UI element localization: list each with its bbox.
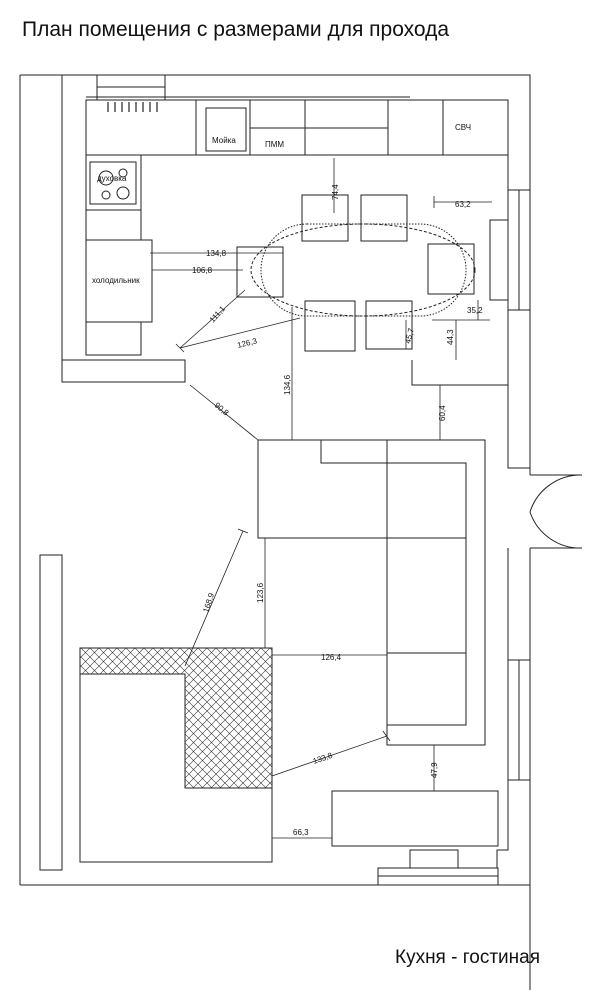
window-right-lower [507,659,531,781]
balcony-door [529,474,583,549]
window-top [96,74,166,101]
dim-sofa-to-tv: 47,9 [430,762,439,778]
dim-diagonal-chair: 111,1 [208,304,228,324]
fridge [85,239,153,356]
kitchen-counter-left [85,154,142,241]
dim-fridge-to-chair: 106,8 [192,266,213,275]
radiator [107,102,158,112]
dim-rug-to-sofa-diagonal: 133,8 [312,751,334,766]
dining-table [250,223,476,317]
kitchen-counter-top [85,96,509,156]
outer-walls [19,74,531,990]
dim-table-to-sofa: 134,6 [283,374,292,395]
dim-chair-gap-top: 74,4 [331,184,340,200]
dining-chairs [236,194,509,352]
furniture-labels: Мойка ПММ СВЧ духовка холодильник [92,123,471,285]
dimension-lines [150,158,492,839]
dim-chair-wall: 45,7 [403,327,416,345]
tv-stand [331,790,499,869]
label-oven: духовка [97,174,127,183]
dim-desk-to-tv: 66,3 [293,828,309,837]
page-caption: Кухня - гостиная [395,947,540,968]
dim-sofa-to-rug-diagonal: 168,9 [201,591,216,613]
label-sink: Мойка [212,136,236,145]
window-bottom [377,867,499,886]
label-dishwasher: ПММ [265,140,284,149]
dim-right-chair-gap: 63,2 [455,200,471,209]
label-fridge: холодильник [92,276,140,285]
hatched-rug [79,647,273,789]
dim-wall-to-sofa-right: 60,4 [438,405,447,421]
dim-sofa-to-rug: 123,6 [256,582,265,603]
dim-rug-to-sofa: 126,4 [321,653,342,662]
dim-diagonal-table: 126,3 [236,336,258,350]
inner-walls [39,75,530,871]
dim-fridge-to-table: 134,8 [206,249,227,258]
label-microwave: СВЧ [455,123,471,132]
corner-sofa [257,439,486,746]
page-title: План помещения с размерами для прохода [22,18,450,41]
window-right-upper [507,189,531,311]
dim-table-wall: 44,3 [446,329,455,345]
desk-block [79,674,273,863]
dim-wall-to-sofa: 90,8 [213,401,231,418]
dim-window-chair: 35,2 [467,306,483,315]
